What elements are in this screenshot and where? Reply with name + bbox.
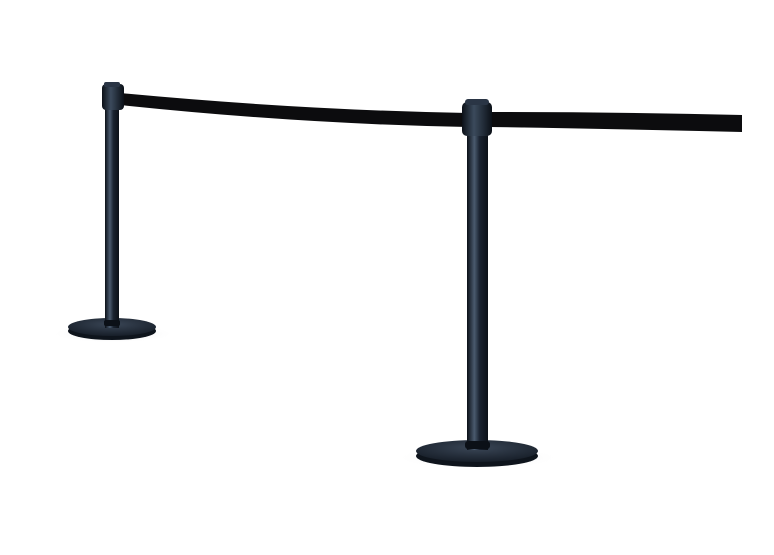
left-post-pole — [105, 100, 119, 328]
right-post-pole — [467, 120, 488, 450]
belt-right-segment — [490, 112, 742, 132]
right-post-base — [416, 440, 538, 462]
right-stanchion — [416, 99, 538, 467]
right-post-cap — [465, 99, 489, 105]
left-post-collar — [104, 320, 120, 326]
right-post-head — [462, 102, 492, 136]
left-stanchion — [68, 82, 156, 340]
left-post-head — [102, 84, 124, 110]
belt-left-segment — [120, 93, 468, 127]
left-post-cap — [104, 82, 120, 87]
right-post-collar — [465, 441, 490, 449]
